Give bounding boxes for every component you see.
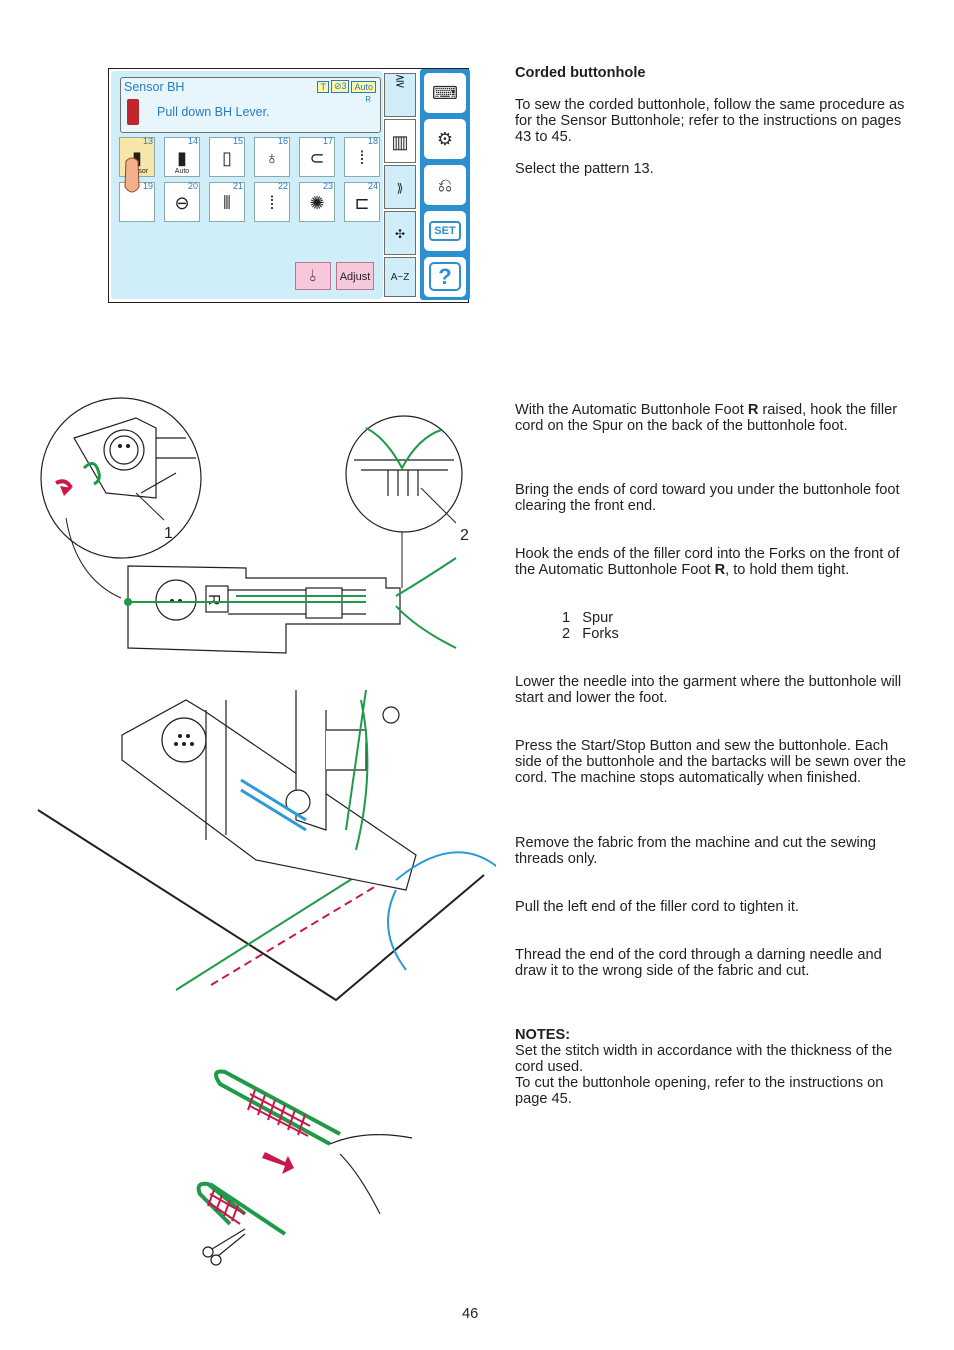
header-icons: T ⊘3 Auto bbox=[317, 80, 376, 93]
keyhole-glyph-icon: ♁ bbox=[265, 148, 279, 168]
help-button[interactable]: ? bbox=[424, 257, 466, 297]
foot-letter-r: R bbox=[205, 594, 222, 606]
notes-section: NOTES: Set the stitch width in accordanc… bbox=[515, 1027, 915, 1107]
buttonhole-tab-icon: ▥ bbox=[391, 132, 409, 152]
status-header: Sensor BH Pull down BH Lever. T ⊘3 Auto … bbox=[120, 77, 381, 133]
satin-icon: ⟫ bbox=[396, 181, 404, 195]
legend-item: 2 Forks bbox=[562, 626, 619, 642]
tab-decorative[interactable]: ⟫ bbox=[384, 165, 416, 209]
bag-button[interactable]: ⎌ bbox=[424, 165, 466, 205]
buttonhole-glyph-icon: ▯ bbox=[222, 148, 232, 168]
pattern-cell-14[interactable]: 14▮Auto bbox=[164, 136, 200, 177]
step-sew: Press the Start/Stop Button and sew the … bbox=[515, 738, 907, 786]
sewing-buttonhole-illustration bbox=[37, 690, 496, 1002]
pattern-panel: Sensor BH Pull down BH Lever. T ⊘3 Auto … bbox=[111, 71, 383, 299]
intro-paragraph: To sew the corded buttonhole, follow the… bbox=[515, 97, 905, 145]
buttonhole-glyph-icon: ▮ bbox=[177, 148, 187, 168]
sewing-machine-icon: ⌨ bbox=[432, 83, 458, 103]
bartack-icon: ⦀ bbox=[223, 193, 231, 213]
lcd-screen-illustration: Sensor BH Pull down BH Lever. T ⊘3 Auto … bbox=[108, 68, 470, 303]
needle-icon: ⫰ bbox=[309, 268, 317, 285]
notes-heading: NOTES: bbox=[515, 1027, 571, 1043]
step-remove-fabric: Remove the fabric from the machine and c… bbox=[515, 835, 876, 867]
set-button[interactable]: SET bbox=[424, 211, 466, 251]
foot-letter-bold: R bbox=[747, 402, 759, 418]
select-paragraph: Select the pattern 13. bbox=[515, 161, 654, 177]
foot-letter: R bbox=[365, 95, 371, 104]
label-forks: 2 bbox=[460, 527, 469, 544]
pattern-cell-19[interactable]: 19 bbox=[119, 157, 155, 222]
tacking-icon: ⊏ bbox=[354, 193, 370, 213]
stitch-width-icon: ⊘3 bbox=[330, 80, 350, 93]
foot-letter-bold: R bbox=[714, 562, 726, 578]
pattern-cell-23[interactable]: 23✺ bbox=[299, 181, 335, 222]
stretch-buttonhole-icon: ⁞ bbox=[359, 148, 365, 168]
label-spur: 1 bbox=[164, 525, 173, 542]
machine-settings-button[interactable]: ⚙ bbox=[424, 119, 466, 159]
page-number: 46 bbox=[462, 1306, 479, 1322]
button-sewing-icon: ⊖ bbox=[174, 193, 190, 213]
pattern-cell-22[interactable]: 22⁞ bbox=[254, 181, 290, 222]
cross-stitch-icon: ✣ bbox=[394, 227, 406, 241]
step-bring-ends: Bring the ends of cord toward you under … bbox=[515, 482, 900, 514]
step-hook-forks: Hook the ends of the filler cord into th… bbox=[515, 546, 900, 578]
buttonhole-glyph-icon: ▮ bbox=[132, 148, 142, 168]
buttonhole-icon bbox=[127, 99, 139, 125]
scissors-icon bbox=[202, 1228, 246, 1266]
corded-buttonhole-section: Corded buttonhole To sew the corded butt… bbox=[515, 65, 915, 177]
rounded-buttonhole-icon: ⊂ bbox=[309, 148, 325, 168]
legend-item: 1 Spur bbox=[562, 610, 614, 626]
lcd-message: Pull down BH Lever. bbox=[157, 105, 270, 119]
pattern-cell-24[interactable]: 24⊏ bbox=[344, 181, 380, 222]
step-thread-cord: Thread the end of the cord through a dar… bbox=[515, 947, 882, 979]
cord-finishing-illustration bbox=[196, 1069, 413, 1266]
tab-alphabet[interactable]: A~Z bbox=[384, 257, 416, 297]
darning-icon: ⁞ bbox=[269, 193, 275, 213]
tab-utility[interactable]: ⋛ bbox=[384, 73, 416, 117]
buttonhole-foot-illustration: 1 2 R bbox=[40, 397, 469, 654]
side-button-bar: ⌨ ⚙ ⎌ SET ? bbox=[420, 69, 470, 300]
step-pull-cord: Pull the left end of the filler cord to … bbox=[515, 899, 799, 915]
pattern-cell-18[interactable]: 18⁞ bbox=[344, 136, 380, 177]
adjust-button[interactable]: Adjust bbox=[336, 262, 374, 290]
step-hook-spur: With the Automatic Buttonhole Foot R rai… bbox=[515, 402, 898, 434]
pattern-cell-21[interactable]: 21⦀ bbox=[209, 181, 245, 222]
sewing-machine-button[interactable]: ⌨ bbox=[424, 73, 466, 113]
note-cut-opening: To cut the buttonhole opening, refer to … bbox=[515, 1075, 884, 1107]
auto-badge: Auto bbox=[351, 80, 376, 93]
bag-icon: ⎌ bbox=[437, 175, 453, 195]
tab-buttonhole[interactable]: ▥ bbox=[384, 119, 416, 163]
tension-icon: T bbox=[317, 80, 329, 93]
section-heading: Corded buttonhole bbox=[515, 65, 646, 81]
pattern-cell-15[interactable]: 15▯ bbox=[209, 136, 245, 177]
zigzag-icon: ⋛ bbox=[394, 74, 406, 88]
part-legend: 1 Spur 2 Forks bbox=[562, 610, 762, 642]
tab-heirloom[interactable]: ✣ bbox=[384, 211, 416, 255]
eyelet-icon: ✺ bbox=[309, 193, 325, 213]
pattern-cell-20[interactable]: 20⊖ bbox=[164, 181, 200, 222]
pattern-cell-16[interactable]: 16♁ bbox=[254, 136, 290, 177]
pattern-cell-17[interactable]: 17⊂ bbox=[299, 136, 335, 177]
finger-pointer-icon bbox=[124, 157, 140, 193]
needle-position-button[interactable]: ⫰ bbox=[295, 262, 331, 290]
mode-title: Sensor BH bbox=[124, 80, 185, 94]
step-lower-needle: Lower the needle into the garment where … bbox=[515, 674, 902, 706]
note-stitch-width: Set the stitch width in accordance with … bbox=[515, 1043, 893, 1075]
machine-settings-icon: ⚙ bbox=[436, 129, 454, 149]
